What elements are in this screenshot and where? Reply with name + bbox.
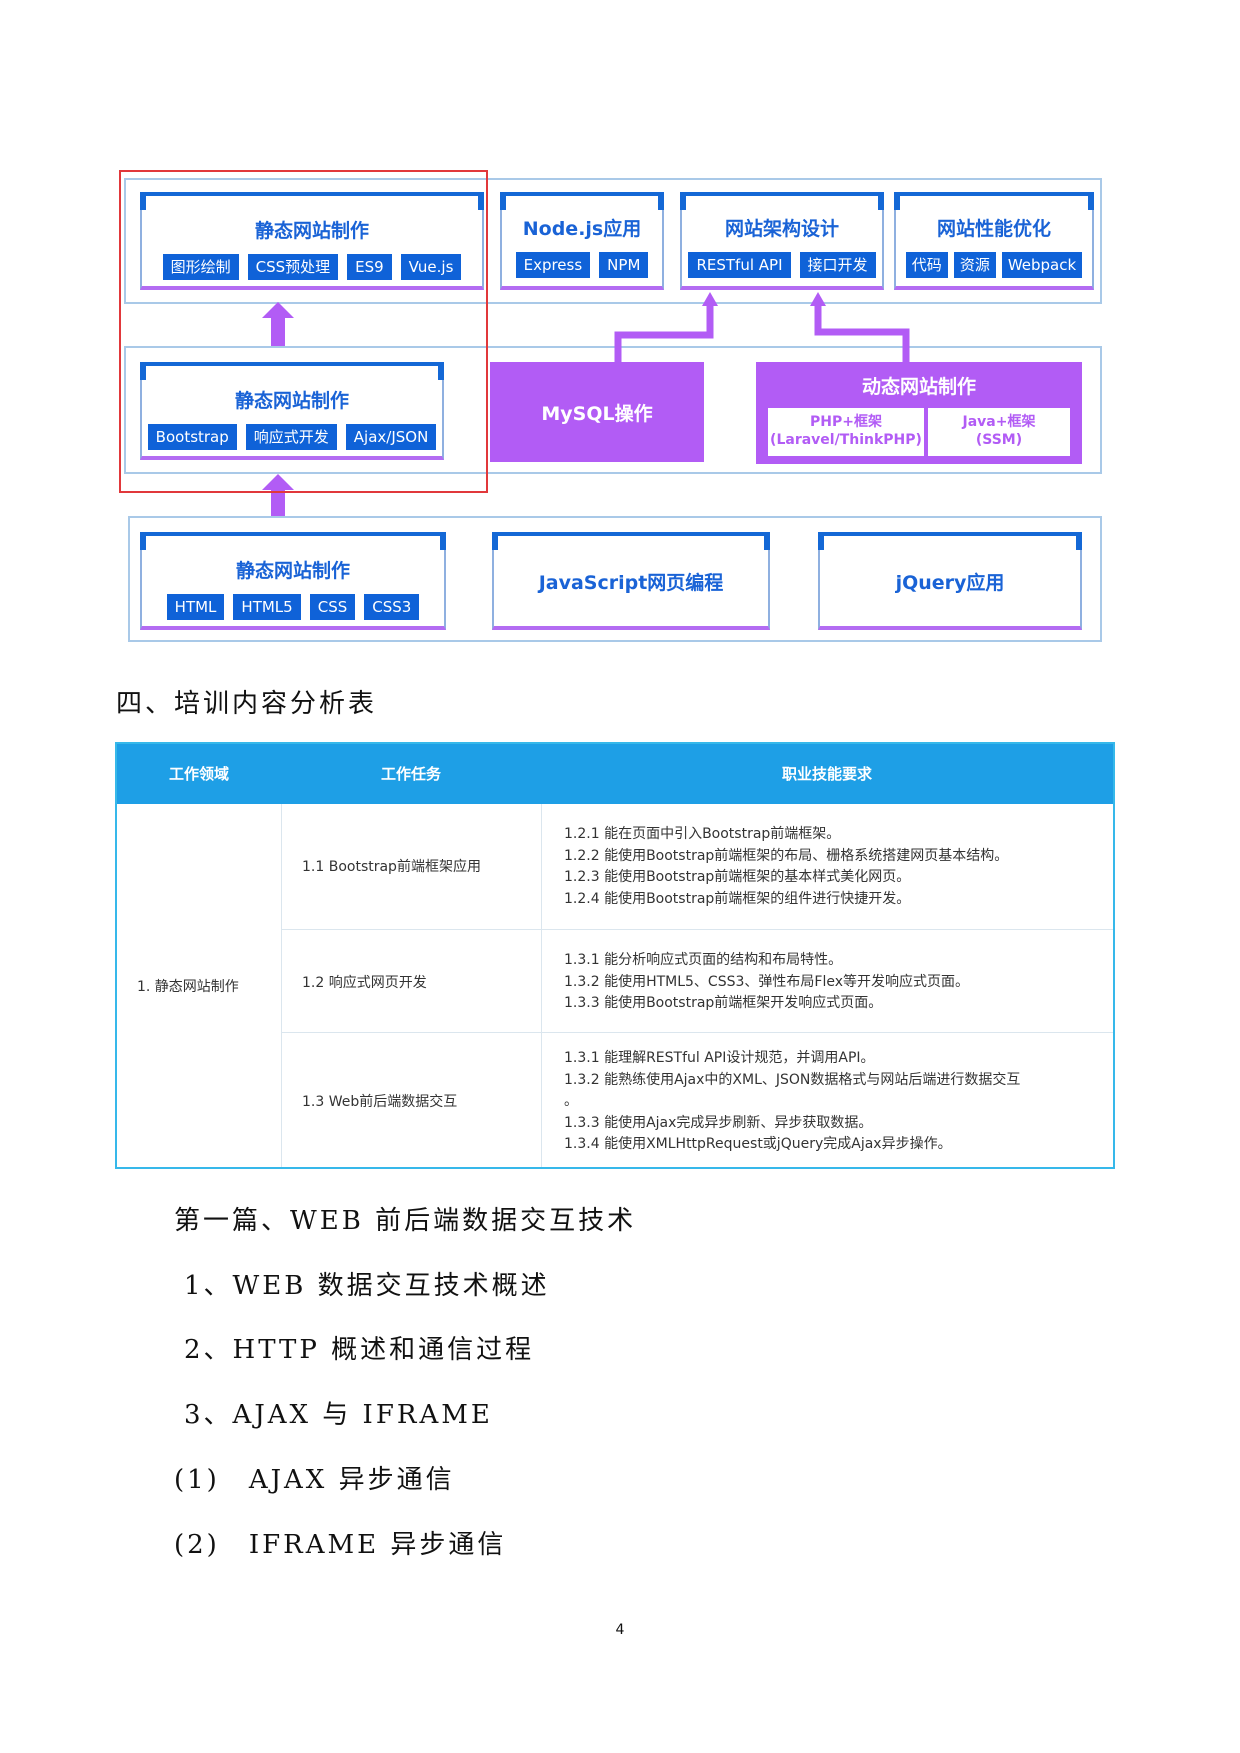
card-static-site-basic: 静态网站制作 HTML HTML5 CSS CSS3	[140, 532, 446, 630]
card-javascript: JavaScript网页编程	[492, 532, 770, 630]
card-title: JavaScript网页编程	[538, 571, 724, 594]
chip: CSS	[309, 594, 356, 620]
card-title: 网站架构设计	[724, 218, 839, 240]
highlight-box	[119, 170, 488, 493]
chip: Bootstrap	[147, 424, 237, 450]
cell-task-1: 1.1 Bootstrap前端框架应用	[302, 859, 481, 875]
chip: 响应式开发	[245, 424, 337, 450]
req-line: 1.2.4 能使用Bootstrap前端框架的组件进行快捷开发。	[564, 890, 911, 907]
cell-task-3: 1.3 Web前后端数据交互	[302, 1094, 458, 1110]
chip: CSS预处理	[247, 254, 339, 280]
req-line: 1.3.3 能使用Bootstrap前端框架开发响应式页面。	[564, 995, 883, 1011]
dynamic-site-block: 动态网站制作 PHP+框架 (Laravel/ThinkPHP) Java+框架…	[756, 362, 1082, 464]
cell-reqs-3: 1.3.1 能理解RESTful API设计规范，并调用API。 1.3.2 能…	[564, 1048, 1020, 1156]
cell-reqs-2: 1.3.1 能分析响应式页面的结构和布局特性。 1.3.2 能使用HTML5、C…	[564, 950, 969, 1015]
chip: Ajax/JSON	[345, 424, 437, 450]
chip: ES9	[347, 254, 392, 280]
col-divider	[541, 804, 542, 1167]
row-divider	[281, 1032, 1113, 1033]
outline-subitem-1: (1) AJAX 异步通信	[174, 1465, 455, 1495]
req-line: 1.3.2 能使用HTML5、CSS3、弹性布局Flex等开发响应式页面。	[564, 973, 969, 990]
chip-group: Express NPM	[502, 252, 662, 278]
req-line: 1.3.4 能使用XMLHttpRequest或jQuery完成Ajax异步操作…	[564, 1136, 952, 1152]
card-title: jQuery应用	[895, 571, 1005, 594]
java-line1: Java+框架	[962, 414, 1036, 430]
req-line: 1.2.1 能在页面中引入Bootstrap前端框架。	[564, 826, 841, 842]
cell-task-2: 1.2 响应式网页开发	[302, 975, 427, 991]
chip: CSS3	[364, 594, 420, 620]
card-static-site-intermediate: 静态网站制作 Bootstrap 响应式开发 Ajax/JSON	[140, 362, 444, 460]
page-number: 4	[615, 1622, 625, 1638]
req-line: 1.3.2 能熟练使用Ajax中的XML、JSON数据格式与网站后端进行数据交互	[564, 1071, 1021, 1088]
req-line: 1.3.1 能理解RESTful API设计规范，并调用API。	[564, 1050, 875, 1066]
mysql-block: MySQL操作	[490, 362, 704, 462]
chip: 资源	[953, 252, 996, 278]
java-line2: (SSM)	[975, 432, 1023, 448]
cell-reqs-1: 1.2.1 能在页面中引入Bootstrap前端框架。 1.2.2 能使用Boo…	[564, 824, 1008, 910]
card-nodejs: Node.js应用 Express NPM	[500, 192, 664, 290]
card-title: 静态网站制作	[235, 560, 350, 582]
card-performance: 网站性能优化 代码 资源 Webpack	[894, 192, 1094, 290]
th-work-task: 工作任务	[380, 765, 441, 783]
outline-item-1: 1、WEB 数据交互技术概述	[184, 1271, 550, 1301]
th-skill-reqs: 职业技能要求	[781, 765, 872, 783]
chip: 代码	[905, 252, 948, 278]
section-heading: 四、培训内容分析表	[116, 689, 378, 719]
card-architecture: 网站架构设计 RESTful API 接口开发	[680, 192, 884, 290]
card-jquery: jQuery应用	[818, 532, 1082, 630]
outline-item-2: 2、HTTP 概述和通信过程	[184, 1335, 535, 1365]
card-static-site-advanced: 静态网站制作 图形绘制 CSS预处理 ES9 Vue.js	[140, 192, 484, 290]
chip: 图形绘制	[162, 254, 239, 280]
chip-group: 图形绘制 CSS预处理 ES9 Vue.js	[142, 254, 482, 280]
chip-group: RESTful API 接口开发	[682, 252, 882, 278]
php-line1: PHP+框架	[810, 414, 882, 430]
chip: Vue.js	[400, 254, 462, 280]
outline-item-3: 3、AJAX 与 IFRAME	[184, 1400, 493, 1430]
chip: NPM	[599, 252, 649, 278]
training-content-table: 工作领域 工作任务 职业技能要求 1. 静态网站制作 1.1 Bootstrap…	[115, 742, 1115, 1169]
req-line: 1.2.2 能使用Bootstrap前端框架的布局、栅格系统搭建网页基本结构。	[564, 847, 1009, 864]
outline-part-title: 第一篇、WEB 前后端数据交互技术	[174, 1206, 637, 1236]
th-work-domain: 工作领域	[168, 765, 229, 783]
chip-group: Bootstrap 响应式开发 Ajax/JSON	[142, 424, 442, 450]
php-line2: (Laravel/ThinkPHP)	[770, 432, 922, 448]
card-title: 静态网站制作	[234, 390, 349, 412]
chip: RESTful API	[688, 252, 791, 278]
chip: 接口开发	[799, 252, 876, 278]
chip-group: 代码 资源 Webpack	[896, 252, 1092, 278]
chip: Express	[515, 252, 591, 278]
req-line: 1.3.1 能分析响应式页面的结构和布局特性。	[564, 952, 843, 968]
req-line: 1.2.3 能使用Bootstrap前端框架的基本样式美化网页。	[564, 869, 911, 885]
card-title: 网站性能优化	[936, 218, 1051, 240]
cell-work-domain: 1. 静态网站制作	[137, 979, 239, 995]
chip-group: HTML HTML5 CSS CSS3	[142, 594, 444, 620]
dynamic-site-title: 动态网站制作	[861, 376, 976, 398]
outline-subitem-2: (2) IFRAME 异步通信	[174, 1530, 507, 1560]
mysql-label: MySQL操作	[541, 402, 653, 425]
row-divider	[281, 929, 1113, 930]
dynamic-sub-java: Java+框架 (SSM)	[928, 408, 1070, 456]
req-line: 1.3.3 能使用Ajax完成异步刷新、异步获取数据。	[564, 1114, 873, 1131]
card-title: 静态网站制作	[254, 220, 369, 242]
chip: HTML	[166, 594, 225, 620]
col-divider	[281, 804, 282, 1167]
table-header-row: 工作领域 工作任务 职业技能要求	[117, 744, 1113, 804]
req-line: 。	[564, 1093, 578, 1109]
card-title: Node.js应用	[522, 218, 642, 240]
chip: Webpack	[1001, 252, 1083, 278]
chip: HTML5	[233, 594, 301, 620]
dynamic-sub-php: PHP+框架 (Laravel/ThinkPHP)	[768, 408, 924, 456]
